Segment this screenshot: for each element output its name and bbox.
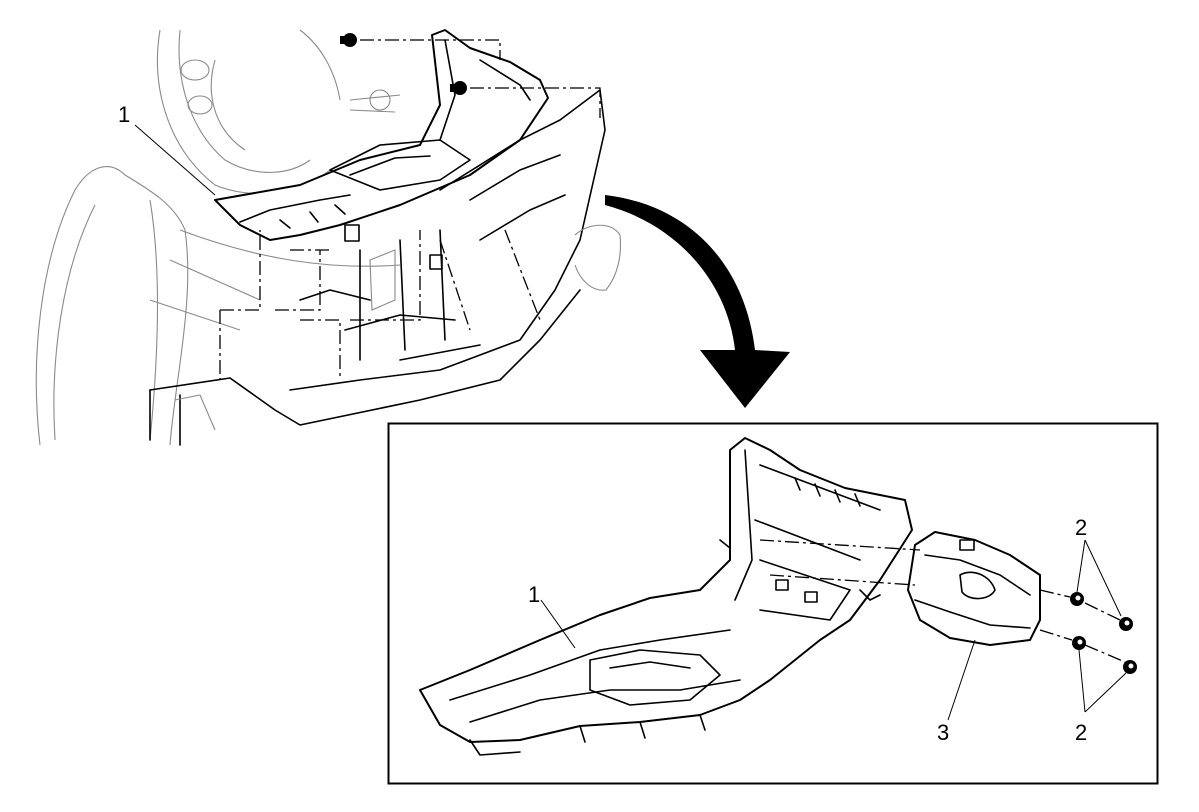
callout-2-top: 2 [1075,515,1087,540]
bolt-icon [1072,636,1086,650]
floor-trim [149,289,581,426]
console-trim-detail [419,437,913,743]
vehicle-interior-view: 1 [35,29,622,446]
callout-2-bottom: 2 [1075,720,1087,745]
screw-icon [340,33,357,47]
detail-view: 1 2 2 3 [387,422,1159,785]
bolt-icon [1070,592,1084,606]
bolt-icon [1119,617,1133,631]
callout-1-detail: 1 [528,582,540,607]
curved-arrow-icon [605,195,790,408]
callout-1-main: 1 [118,102,130,127]
console-frame [289,89,606,391]
bolt-icon [1123,660,1137,674]
screw-icon [450,81,467,95]
control-module [907,531,1041,646]
callout-3: 3 [937,720,949,745]
detail-frame [387,422,1159,785]
hand [574,224,622,291]
console-trim-panel [214,29,549,241]
seat-backrest [35,166,189,446]
